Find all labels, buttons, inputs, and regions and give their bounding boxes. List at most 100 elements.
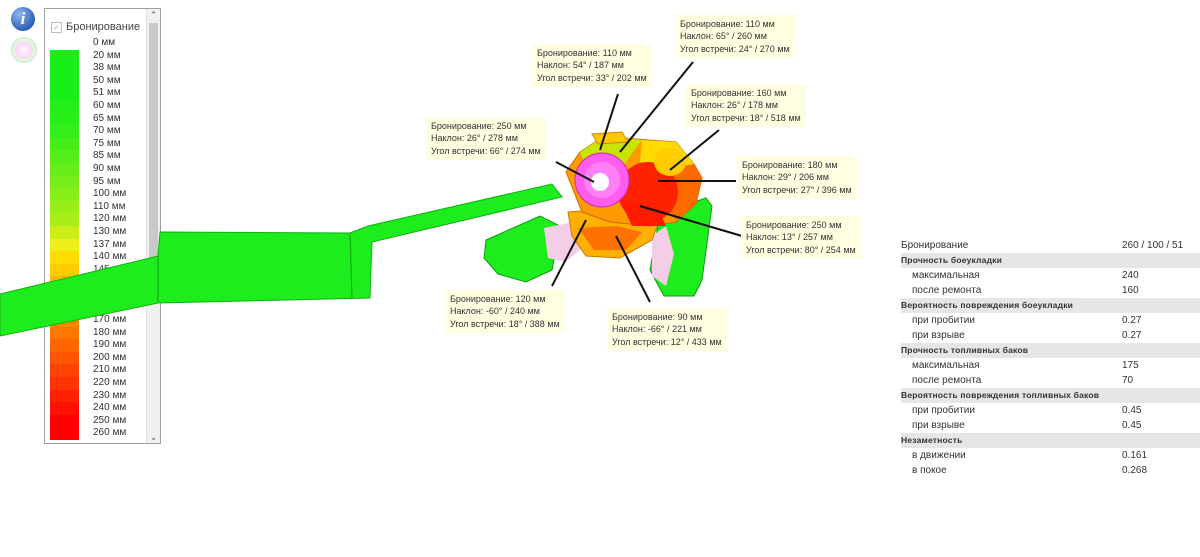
legend-item: 50 мм (50, 74, 146, 88)
legend-swatch (50, 112, 79, 126)
stats-section-header: Вероятность повреждения топливных баков (901, 388, 1200, 403)
legend-label: 20 мм (93, 49, 121, 61)
legend-label: 50 мм (93, 74, 121, 86)
legend-label: 180 мм (93, 326, 127, 338)
stats-value: 0.27 (1122, 315, 1142, 326)
stats-key: Прочность топливных баков (901, 345, 1029, 355)
legend-item: 140 мм (50, 251, 146, 264)
legend-label: 85 мм (93, 150, 121, 162)
legend-label: 190 мм (93, 339, 127, 351)
legend-swatch (50, 251, 79, 264)
scroll-thumb[interactable] (149, 23, 158, 271)
legend-swatch (50, 364, 79, 378)
legend-label: 140 мм (93, 251, 127, 263)
stats-key: в покое (912, 465, 947, 476)
legend-item: 260 мм (50, 427, 146, 440)
legend-swatch (50, 263, 79, 277)
legend-label: 240 мм (93, 402, 127, 414)
color-wheel-icon[interactable] (11, 37, 37, 63)
stats-key: Прочность боеукладки (901, 255, 1003, 265)
legend-label: 70 мм (93, 125, 121, 137)
stats-key: после ремонта (912, 375, 982, 386)
stats-key: при взрыве (912, 420, 965, 431)
legend-item: 230 мм (50, 389, 146, 403)
legend-label: 65 мм (93, 112, 121, 124)
stats-key: в движении (912, 450, 966, 461)
stats-key: Незаметность (901, 435, 963, 445)
legend-swatch (50, 137, 79, 151)
stats-key: Вероятность повреждения боеукладки (901, 300, 1074, 310)
stats-section-header: Прочность боеукладки (901, 253, 1200, 268)
legend-item: 85 мм (50, 150, 146, 163)
legend-item: 180 мм (50, 326, 146, 340)
legend-label: 60 мм (93, 99, 121, 111)
legend-swatch (50, 326, 79, 340)
legend-item: 220 мм (50, 377, 146, 390)
legend-item: 200 мм (50, 351, 146, 365)
legend-label: 100 мм (93, 188, 127, 200)
legend-item: 137 мм (50, 238, 146, 252)
vehicle-stats-table: Бронирование 260 / 100 / 51 Прочность боеу… (901, 238, 1200, 478)
stats-key: при взрыве (912, 330, 965, 341)
legend-item: 95 мм (50, 175, 146, 189)
legend-swatch (50, 389, 79, 403)
stats-value: 260 / 100 / 51 (1122, 240, 1184, 251)
stats-value: 160 (1122, 285, 1139, 296)
stats-section-header: Вероятность повреждения боеукладки (901, 298, 1200, 313)
legend-item: 210 мм (50, 364, 146, 378)
scroll-down-arrow-icon[interactable]: ⌄ (149, 432, 158, 442)
stats-value: 175 (1122, 360, 1139, 371)
legend-item: 51 мм (50, 87, 146, 100)
legend-item: 70 мм (50, 125, 146, 138)
stats-section-header: Прочность топливных баков (901, 343, 1200, 358)
legend-label: 75 мм (93, 137, 121, 149)
track-left (483, 215, 561, 283)
legend-label: 250 мм (93, 414, 127, 426)
stats-value: 0.268 (1122, 465, 1148, 476)
wheel-right (652, 226, 674, 286)
stats-value: 0.45 (1122, 405, 1142, 416)
info-icon[interactable]: i (11, 7, 35, 31)
legend-item: 65 мм (50, 112, 146, 126)
legend-swatch (50, 402, 79, 415)
legend-swatch (50, 213, 79, 226)
legend-header[interactable]: ✓Бронирование (51, 21, 140, 35)
legend-label: 220 мм (93, 377, 127, 389)
legend-swatch (50, 414, 79, 428)
stats-key: Бронирование (901, 240, 969, 251)
legend-swatch (50, 377, 79, 390)
scroll-up-arrow-icon[interactable]: ⌃ (149, 10, 158, 20)
legend-scrollbar[interactable]: ⌃ ⌄ (146, 9, 160, 443)
legend-swatch (50, 238, 79, 252)
legend-swatch (50, 49, 79, 63)
legend-swatch (50, 99, 79, 113)
legend-checkbox[interactable]: ✓ (51, 21, 62, 33)
stats-key: максимальная (912, 270, 980, 281)
stats-key: при пробитии (912, 315, 975, 326)
legend-swatch (50, 162, 79, 176)
legend-item: 100 мм (50, 188, 146, 201)
legend-label: 95 мм (93, 175, 121, 187)
legend-swatch (50, 74, 79, 88)
legend-swatch (50, 225, 79, 239)
legend-item: 38 мм (50, 62, 146, 75)
stats-row: в покое 0.268 (901, 463, 1200, 478)
legend-label: 51 мм (93, 87, 121, 99)
stats-value: 240 (1122, 270, 1139, 281)
legend-item: 90 мм (50, 162, 146, 176)
